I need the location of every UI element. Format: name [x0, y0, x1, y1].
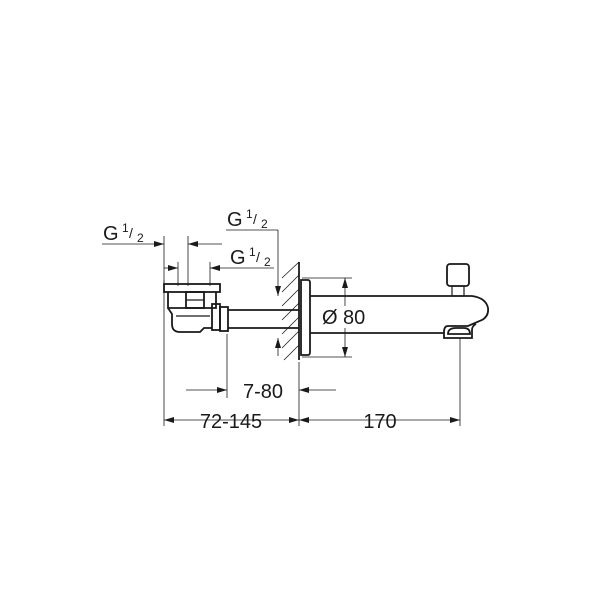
extension-lines [163, 230, 461, 426]
thread-label-3-num: 1 [249, 245, 256, 259]
thread-label-1: G 1 / 2 [103, 221, 144, 245]
dim-spout-length: 170 [363, 411, 396, 433]
thread-label-1-den: 2 [137, 231, 144, 245]
thread-label-1-slash: / [129, 225, 133, 241]
thread-label-3-den: 2 [264, 255, 271, 269]
dim-wall-range: 7-80 [243, 381, 283, 403]
thread-label-1-g: G [103, 223, 119, 245]
diverter-knob [446, 263, 470, 297]
thread-label-2-g: G [227, 209, 243, 231]
thread-label-2: G 1 / 2 [227, 207, 268, 231]
thread-label-3-g: G [230, 247, 246, 269]
thread-label-2-slash: / [253, 211, 257, 227]
diameter-value: 80 [343, 307, 365, 329]
thread-label-3-slash: / [256, 249, 260, 265]
thread-label-2-num: 1 [246, 207, 253, 221]
dim-body-range: 72-145 [200, 411, 262, 433]
diameter-symbol: Ø [322, 307, 338, 329]
escutcheon [300, 279, 311, 356]
thread-label-1-num: 1 [122, 221, 129, 235]
thread-label-2-den: 2 [261, 217, 268, 231]
wall [281, 261, 300, 361]
arrowheads [154, 241, 460, 423]
spout [310, 295, 490, 339]
leader-lines [102, 229, 278, 269]
dimension-lines [164, 278, 460, 421]
thread-label-3: G 1 / 2 [230, 245, 271, 269]
valve-body [163, 283, 221, 333]
connecting-pipe [219, 306, 299, 332]
diameter-label: Ø 80 [322, 307, 365, 329]
